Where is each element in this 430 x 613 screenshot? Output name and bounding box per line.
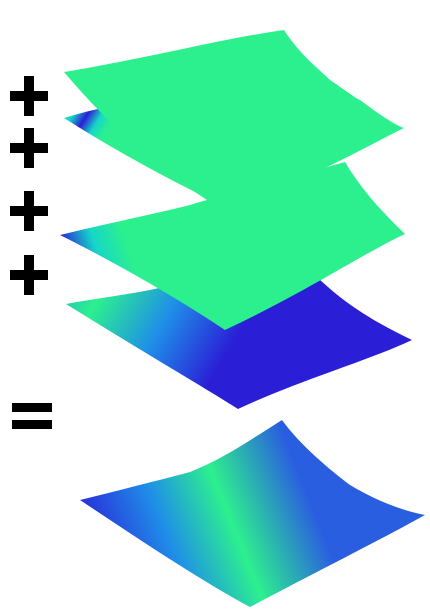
plus-operator-4 bbox=[10, 255, 48, 295]
summed-noise-surface bbox=[80, 420, 425, 607]
equals-operator bbox=[12, 403, 52, 429]
high-frequency-wave-layer bbox=[64, 30, 404, 212]
low-medium-frequency-wave-layer bbox=[60, 162, 405, 330]
low-frequency-wave-layer bbox=[66, 270, 412, 409]
plus-operator-1 bbox=[10, 76, 48, 116]
plus-operator-3 bbox=[10, 191, 48, 231]
plus-operator-2 bbox=[10, 128, 48, 168]
